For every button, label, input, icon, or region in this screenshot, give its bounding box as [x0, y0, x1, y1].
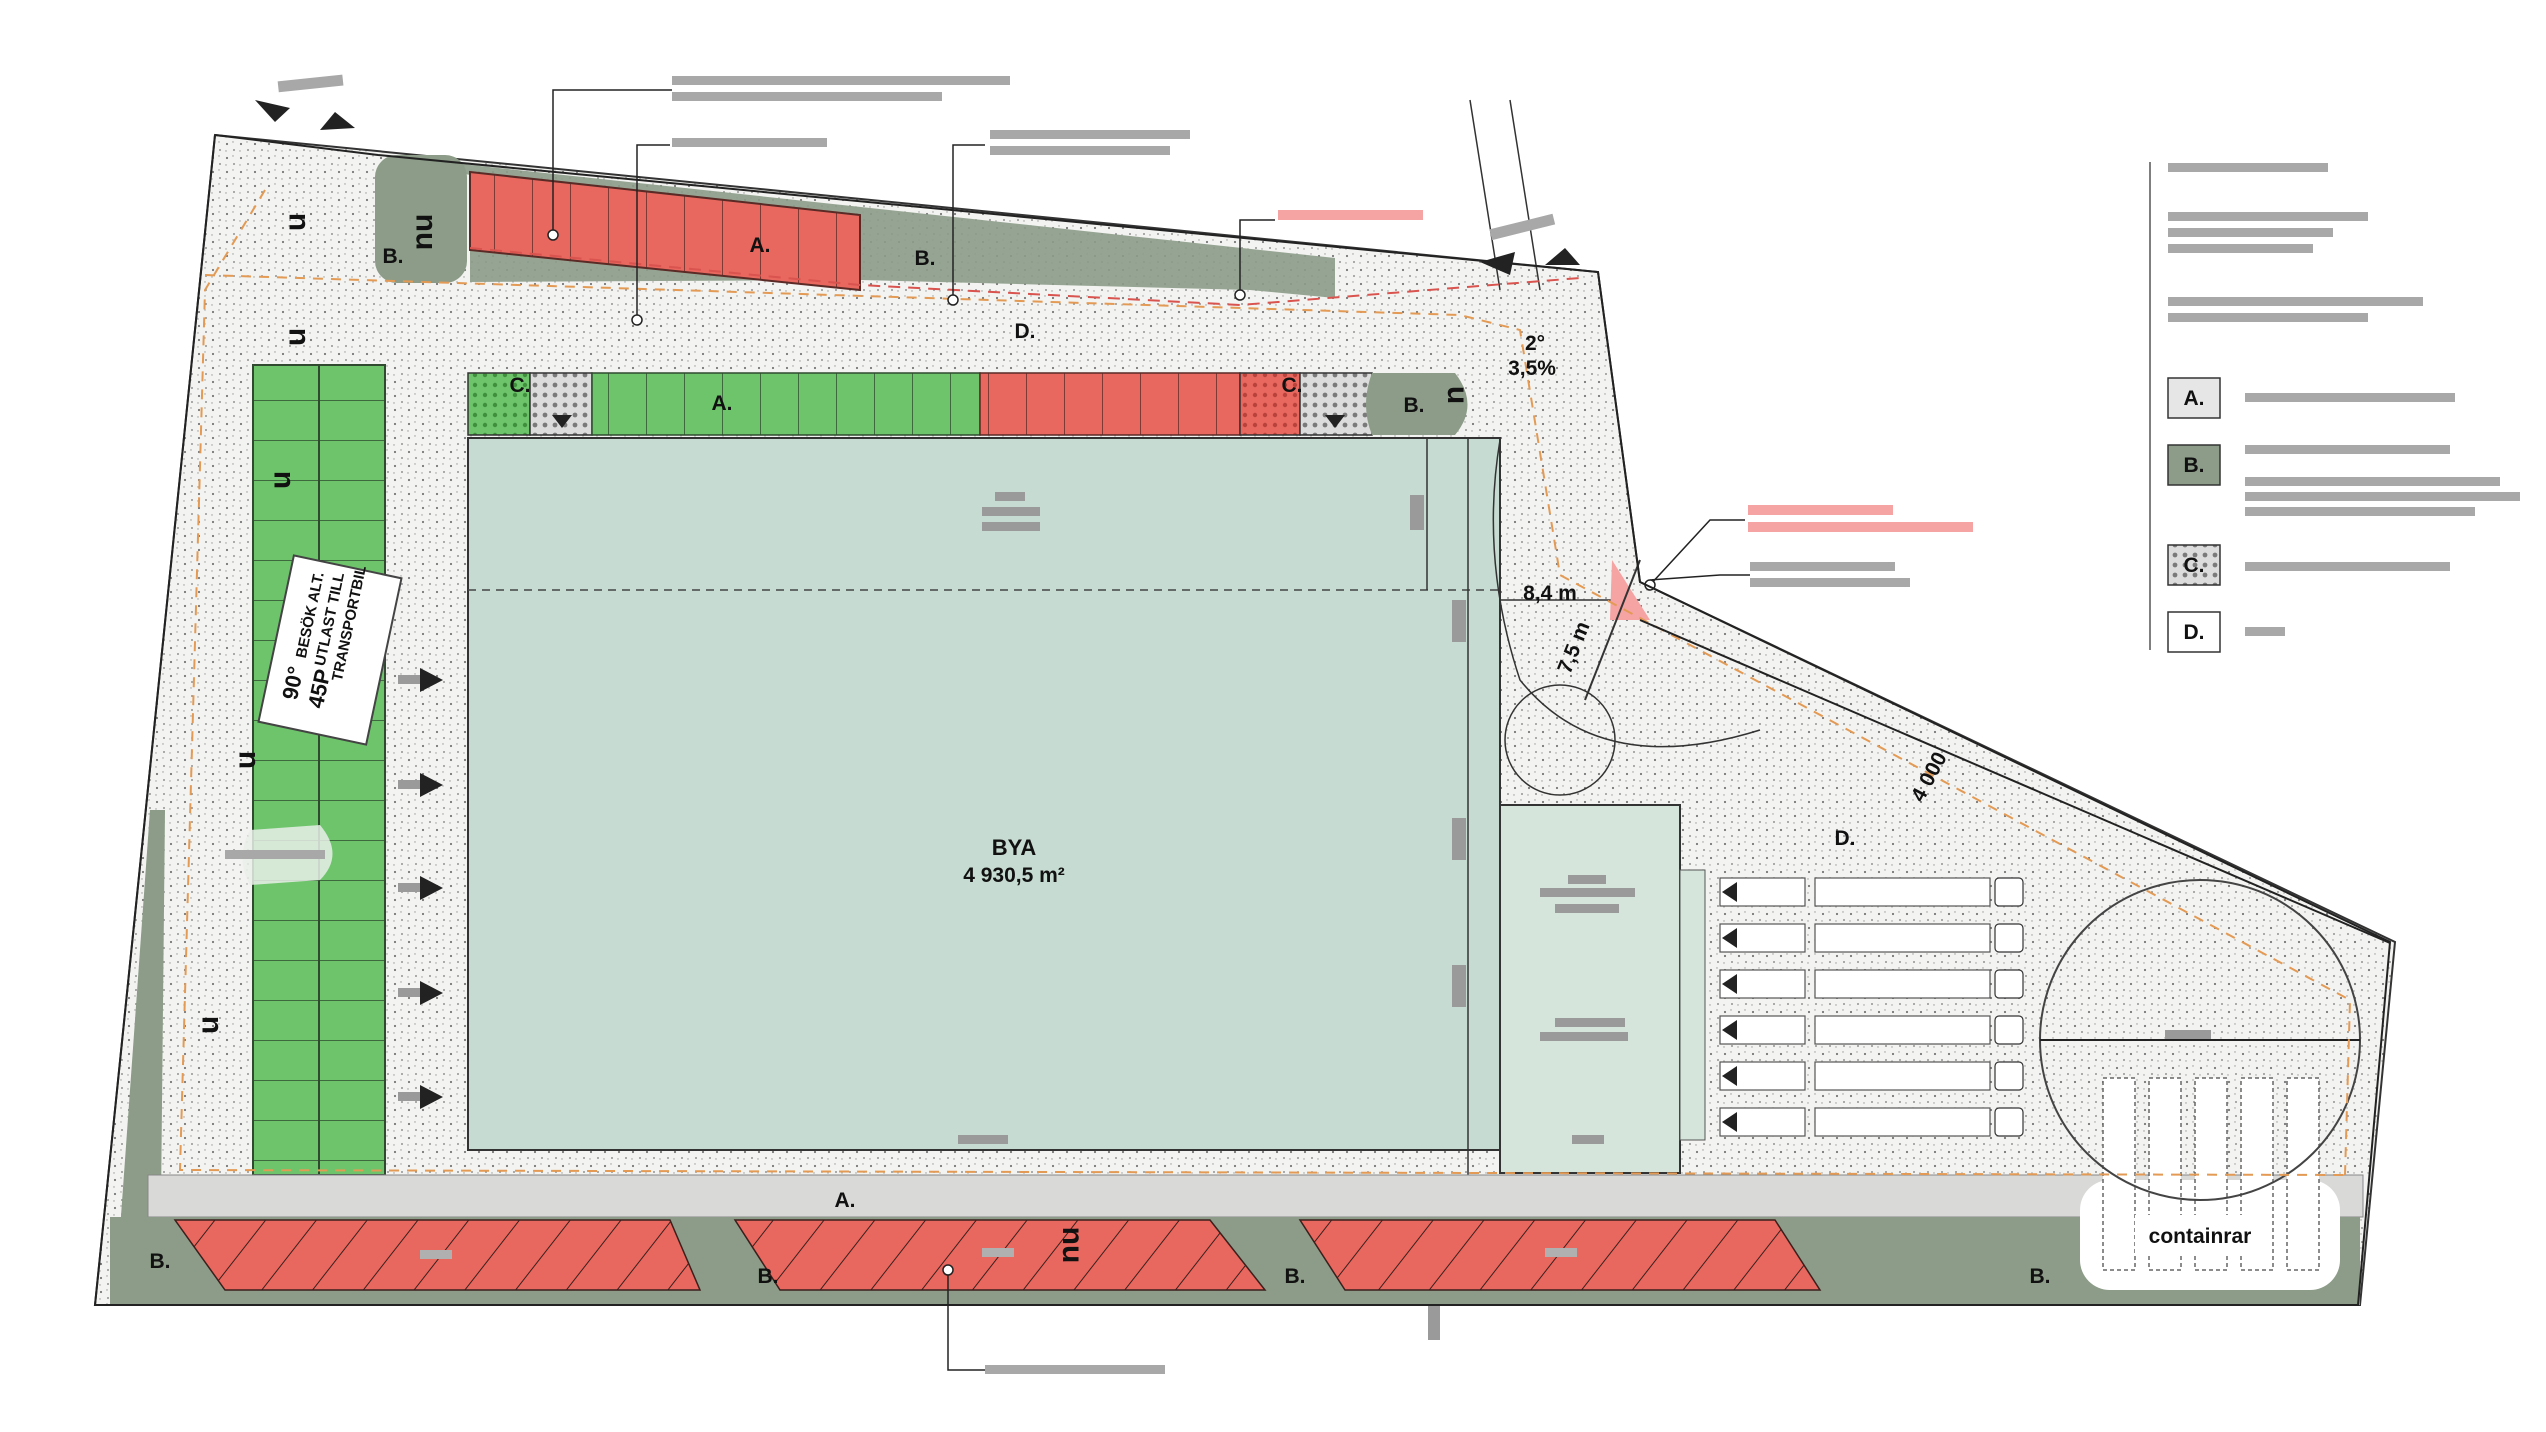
- legend-swatch-a: [2167, 377, 2221, 419]
- mark-u-1: u: [279, 213, 312, 231]
- parking-red-top: [469, 170, 861, 292]
- flow-arrows: [420, 668, 443, 1109]
- zone-b-top-left: B.: [383, 245, 404, 268]
- zone-b-bottom-2: B.: [758, 1265, 779, 1288]
- loading-docks: [1679, 869, 2024, 1141]
- north-arrow-left: [255, 100, 355, 130]
- legend-key-c: C.: [2184, 554, 2205, 577]
- dimension-road-width: 8,4 m: [1523, 582, 1577, 605]
- parking-red-mid: [979, 372, 1241, 436]
- zone-a-top: A.: [750, 234, 771, 257]
- zone-d-right: D.: [1835, 827, 1856, 850]
- mark-u-3: u: [264, 471, 297, 489]
- zone-b-right: B.: [1404, 394, 1425, 417]
- building-area: 4 930,5 m²: [963, 864, 1065, 887]
- slope-pct: 3,5%: [1508, 357, 1556, 380]
- legend-swatch-c: [2167, 544, 2221, 586]
- mark-u-2: u: [279, 328, 312, 346]
- mark-u-6: u: [192, 1016, 225, 1034]
- vegetation-top-right: [1366, 373, 1468, 435]
- zone-a-building: A.: [712, 392, 733, 415]
- zone-c-left: C.: [510, 374, 531, 397]
- callout-placeholders: [672, 76, 1973, 1374]
- zone-b-bottom-3: B.: [1285, 1265, 1306, 1288]
- container-label: containrar: [2149, 1225, 2252, 1248]
- building-label: BYA: [992, 835, 1037, 860]
- building-main: [467, 437, 1501, 1151]
- zone-b-top: B.: [915, 247, 936, 270]
- mark-u-5: u: [229, 751, 262, 769]
- callouts: [552, 89, 1750, 1371]
- zone-c-right: C.: [1282, 374, 1303, 397]
- legend: A. B. C. D.: [2149, 162, 2520, 653]
- mark-u-4: u: [1441, 386, 1474, 404]
- parking-sign: 90° 45P BESÖK ALT. UTLAST TILL TRANSPORT…: [257, 554, 403, 746]
- slope-deg: 2°: [1525, 332, 1545, 355]
- zone-a-bottom: A.: [835, 1189, 856, 1212]
- entry-triangle: [1610, 560, 1650, 620]
- mark-nu-2: nu: [1056, 1227, 1089, 1264]
- legend-swatch-d: [2167, 611, 2221, 653]
- site-boundary: [93, 134, 2392, 1306]
- legend-swatch-b: [2167, 444, 2221, 486]
- building-annex: [1499, 804, 1681, 1174]
- zone-b-bottom-1: B.: [150, 1250, 171, 1273]
- legend-key-d: D.: [2184, 621, 2205, 644]
- legend-key-b: B.: [2184, 454, 2205, 477]
- road-bottom: [147, 1174, 2364, 1218]
- vegetation-top-left: [375, 155, 467, 283]
- zone-b-bottom-4: B.: [2030, 1265, 2051, 1288]
- legend-key-a: A.: [2184, 387, 2205, 410]
- mark-nu-1: nu: [406, 214, 439, 251]
- zone-d-top: D.: [1015, 320, 1036, 343]
- parking-green-top: [591, 372, 981, 436]
- parking-c-red: [1239, 372, 1301, 436]
- north-arrow-right: [1480, 248, 1580, 275]
